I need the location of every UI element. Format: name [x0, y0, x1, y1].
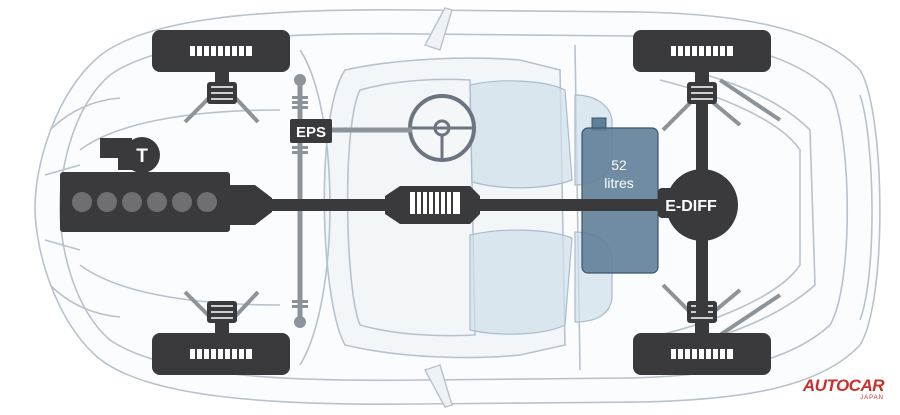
ediff-label: E-DIFF: [665, 198, 717, 215]
turbo-icon: [100, 137, 160, 173]
engine-cylinders: [72, 192, 217, 212]
rack-end-bottom: [294, 316, 306, 328]
turbo-label: T: [136, 146, 148, 167]
wheel-front-left: [152, 30, 290, 72]
fuel-capacity-unit: litres: [604, 175, 634, 191]
brand-name: AUTOCAR: [802, 376, 885, 395]
damper-front-left: [207, 72, 237, 104]
fuel-capacity-value: 52: [611, 157, 627, 173]
engine-block: [60, 172, 272, 232]
brand-sub: JAPAN: [860, 395, 884, 401]
damper-front-right: [207, 301, 237, 333]
wheel-front-right: [152, 333, 290, 375]
wheel-rear-left: [633, 30, 771, 72]
autocar-japan-logo: AUTOCAR JAPAN: [802, 376, 885, 401]
rear-suspension: [661, 78, 782, 337]
damper-rear-left: [687, 72, 717, 104]
rack-boot-top: [292, 96, 308, 109]
steering-wheel: [408, 94, 476, 162]
wheel-rear-right: [633, 333, 771, 375]
eps-label-box: [290, 119, 332, 143]
rack-boot-bottom: [292, 300, 308, 308]
eps-label: EPS: [296, 124, 326, 141]
transmission: [385, 186, 480, 224]
rack-boot-mid: [292, 146, 308, 154]
rack-end-top: [294, 74, 306, 86]
mirror-bottom: [423, 364, 453, 408]
mirror-top: [423, 7, 453, 51]
ediff-unit: [658, 169, 738, 241]
fuel-tank: [581, 117, 659, 274]
